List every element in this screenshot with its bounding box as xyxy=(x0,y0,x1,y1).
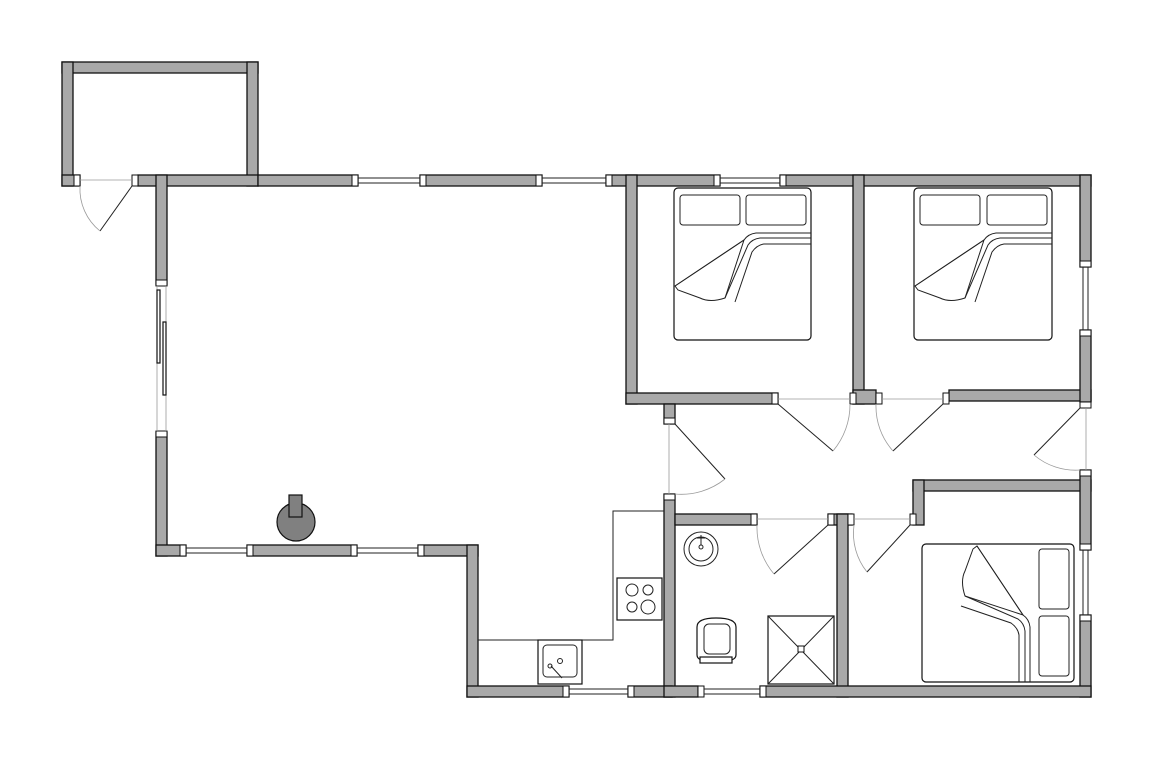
double-bed-icon xyxy=(921,543,1075,683)
wood-stove-icon xyxy=(276,494,316,542)
window-icon xyxy=(179,174,1092,698)
double-bed-icon xyxy=(913,187,1053,341)
sink-icon xyxy=(683,531,719,567)
double-bed-icon xyxy=(673,187,812,341)
stove-icon xyxy=(616,577,663,621)
toilet-icon xyxy=(696,617,737,664)
sink-icon xyxy=(537,639,583,685)
sliding-door-icon xyxy=(155,279,168,438)
shower-icon xyxy=(767,615,835,685)
door-swing-icon xyxy=(73,174,1092,575)
walls xyxy=(61,61,1092,698)
kitchen-counter xyxy=(478,510,664,641)
